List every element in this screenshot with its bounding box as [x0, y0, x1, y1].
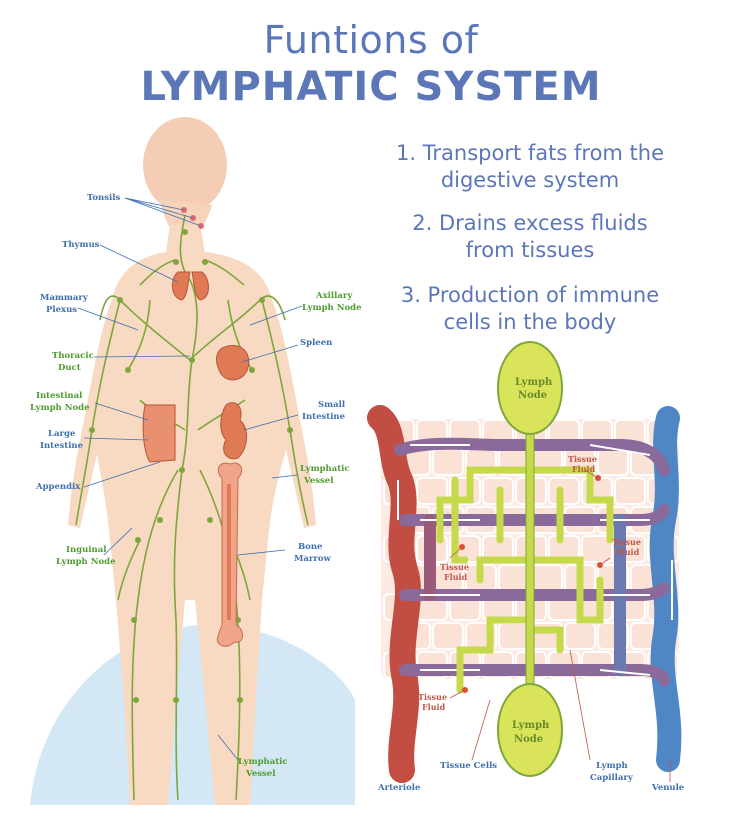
function-1: 1. Transport fats from the digestive sys… [395, 141, 665, 192]
label-tonsils: Tonsils [87, 193, 120, 203]
tissue-fluid-2a: Tissue [612, 537, 641, 547]
tissue-cell [581, 535, 613, 563]
title-line-2: LYMPHATIC SYSTEM [140, 64, 602, 110]
lymph-capillaries [436, 406, 614, 694]
label-leaders [77, 197, 303, 761]
spleen-organ [216, 345, 250, 381]
label-vessel2-1: Lymphatic [238, 757, 288, 767]
function-3: 3. Production of immune cells in the bod… [400, 283, 660, 334]
label-bone-2: Marrow [294, 554, 332, 564]
title-line-1: Funtions of [263, 18, 479, 62]
bone-marrow-organ [216, 462, 243, 647]
label-axillary-1: Axillary [315, 291, 353, 301]
label-thoracic-2: Duct [58, 363, 81, 373]
tissue-fluid-1a: Tissue [568, 454, 597, 464]
label-intestinal-1: Intestinal [36, 391, 83, 401]
tissue-fluid-4a: Tissue [418, 692, 447, 702]
arteriole-vessel [367, 405, 421, 783]
label-lymph-capillary-2: Capillary [590, 773, 634, 783]
label-small-1: Small [318, 400, 346, 410]
ground-circle [30, 624, 355, 805]
label-thoracic-1: Thoracic [52, 351, 94, 361]
label-spleen: Spleen [300, 338, 332, 348]
label-mammary-2: Plexus [46, 305, 77, 315]
label-small-2: Intestine [302, 412, 346, 422]
label-vessel2-2: Vessel [245, 769, 276, 779]
tissue-fluid-1b: Fluid [572, 464, 596, 474]
label-lymph-capillary-1: Lymph [596, 761, 628, 771]
label-large-2: Intestine [40, 441, 84, 451]
tissue-cell [432, 448, 464, 476]
label-vessel1-1: Lymphatic [300, 464, 350, 474]
tissue-cell [531, 564, 563, 592]
label-inguinal-2: Lymph Node [56, 557, 116, 567]
lymph-node-top-1: Lymph [515, 377, 553, 388]
lymph-node-bottom [497, 683, 563, 777]
tissue-cell [498, 622, 530, 650]
function-2: 2. Drains excess fluids from tissues [412, 211, 648, 262]
label-inguinal-1: Inguinal [66, 545, 107, 555]
label-thymus: Thymus [62, 240, 100, 250]
tissue-fluid-2b: Fluid [616, 547, 640, 557]
label-intestinal-2: Lymph Node [30, 403, 90, 413]
label-mammary-1: Mammary [40, 293, 89, 303]
large-intestine-organ [142, 404, 176, 463]
label-venule: Venule [651, 783, 685, 793]
lymph-node-top-2: Node [518, 390, 547, 401]
lymph-node-bottom-1: Lymph [512, 720, 550, 731]
label-tissue-cells: Tissue Cells [440, 761, 497, 771]
label-appendix: Appendix [35, 482, 81, 492]
label-vessel1-2: Vessel [303, 476, 334, 486]
tissue-cell [498, 564, 530, 592]
label-axillary-2: Lymph Node [302, 303, 362, 313]
label-bone-1: Bone [298, 542, 323, 552]
tissue-cell [548, 477, 580, 505]
small-intestine-organ [220, 402, 247, 460]
tissue-fluid-3b: Fluid [444, 572, 468, 582]
fluid-leaders [399, 469, 671, 782]
tissue-cell [614, 477, 646, 505]
label-arteriole: Arteriole [377, 783, 421, 793]
lymph-node-bottom-2: Node [514, 734, 543, 745]
lymph-capillary-edges [525, 410, 535, 690]
tissue-cell [597, 448, 629, 476]
tissue-fluid-3a: Tissue [440, 562, 469, 572]
tissue-cell [564, 622, 596, 650]
thymus-organ [172, 271, 209, 301]
tissue-fluid-4b: Fluid [422, 702, 446, 712]
lymph-node-top [497, 341, 563, 435]
label-large-1: Large [48, 429, 76, 439]
tissue-cell [432, 622, 464, 650]
